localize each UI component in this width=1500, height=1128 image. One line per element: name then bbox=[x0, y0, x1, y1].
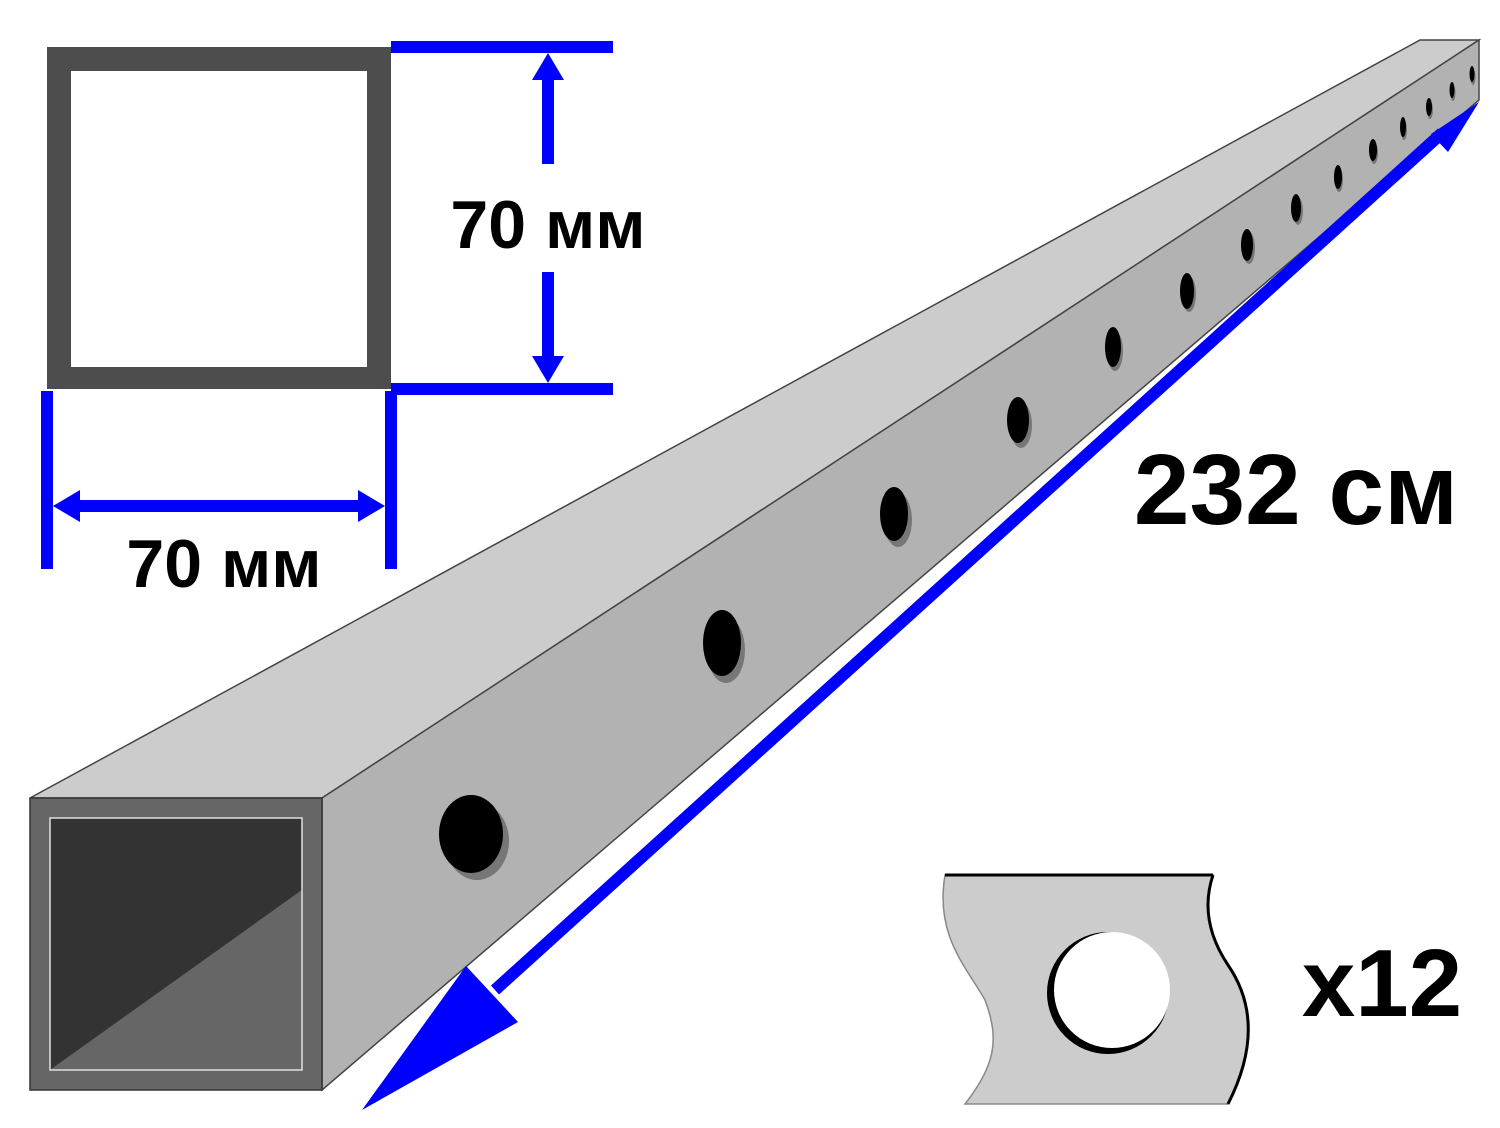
pipe-holes bbox=[439, 66, 1476, 880]
width-arrowhead-left bbox=[53, 490, 80, 522]
length-arrowhead-far bbox=[1431, 102, 1479, 152]
hole bbox=[703, 610, 745, 683]
profile-cross-section bbox=[47, 47, 391, 389]
length-arrowhead-near bbox=[362, 966, 518, 1110]
width-arrowhead-right bbox=[358, 490, 385, 522]
length-dimension bbox=[362, 102, 1479, 1110]
hole bbox=[1105, 327, 1123, 371]
length-dim-line bbox=[490, 128, 1447, 995]
hole bbox=[1426, 98, 1433, 119]
length-label: 232 см bbox=[1134, 434, 1458, 546]
height-label: 70 мм bbox=[450, 187, 645, 263]
hole bbox=[439, 795, 509, 880]
hole bbox=[1400, 117, 1407, 140]
profile-inner bbox=[71, 71, 367, 367]
height-dimension bbox=[391, 41, 613, 395]
width-label: 70 мм bbox=[126, 526, 321, 602]
height-ext-line-bottom bbox=[391, 383, 613, 395]
hole bbox=[880, 487, 912, 547]
height-arrowhead-top bbox=[532, 53, 564, 80]
quantity-label: x12 bbox=[1302, 930, 1462, 1037]
perforated-plate bbox=[942, 873, 1250, 1105]
width-dimension bbox=[41, 391, 397, 569]
hole bbox=[1180, 273, 1196, 312]
width-ext-line-left bbox=[41, 391, 53, 569]
hole bbox=[1369, 139, 1378, 164]
pipe-interior-outline bbox=[49, 817, 303, 1071]
hole bbox=[1241, 229, 1255, 264]
hole bbox=[1007, 397, 1032, 448]
height-dim-line-upper bbox=[542, 78, 554, 164]
width-dim-line bbox=[76, 500, 360, 512]
hole bbox=[1449, 82, 1456, 101]
hole bbox=[1469, 66, 1476, 85]
height-dim-line-lower bbox=[542, 272, 554, 356]
hole bbox=[1334, 165, 1343, 192]
plate-hole bbox=[1054, 932, 1170, 1048]
pipe-interior-light bbox=[50, 890, 302, 1070]
height-ext-line-top bbox=[391, 41, 613, 53]
width-ext-line-right bbox=[385, 391, 397, 569]
plate-right-edge bbox=[1206, 874, 1250, 1105]
height-arrowhead-bottom bbox=[532, 356, 564, 383]
pipe-interior-dark bbox=[50, 818, 302, 1070]
hole bbox=[1291, 194, 1303, 225]
